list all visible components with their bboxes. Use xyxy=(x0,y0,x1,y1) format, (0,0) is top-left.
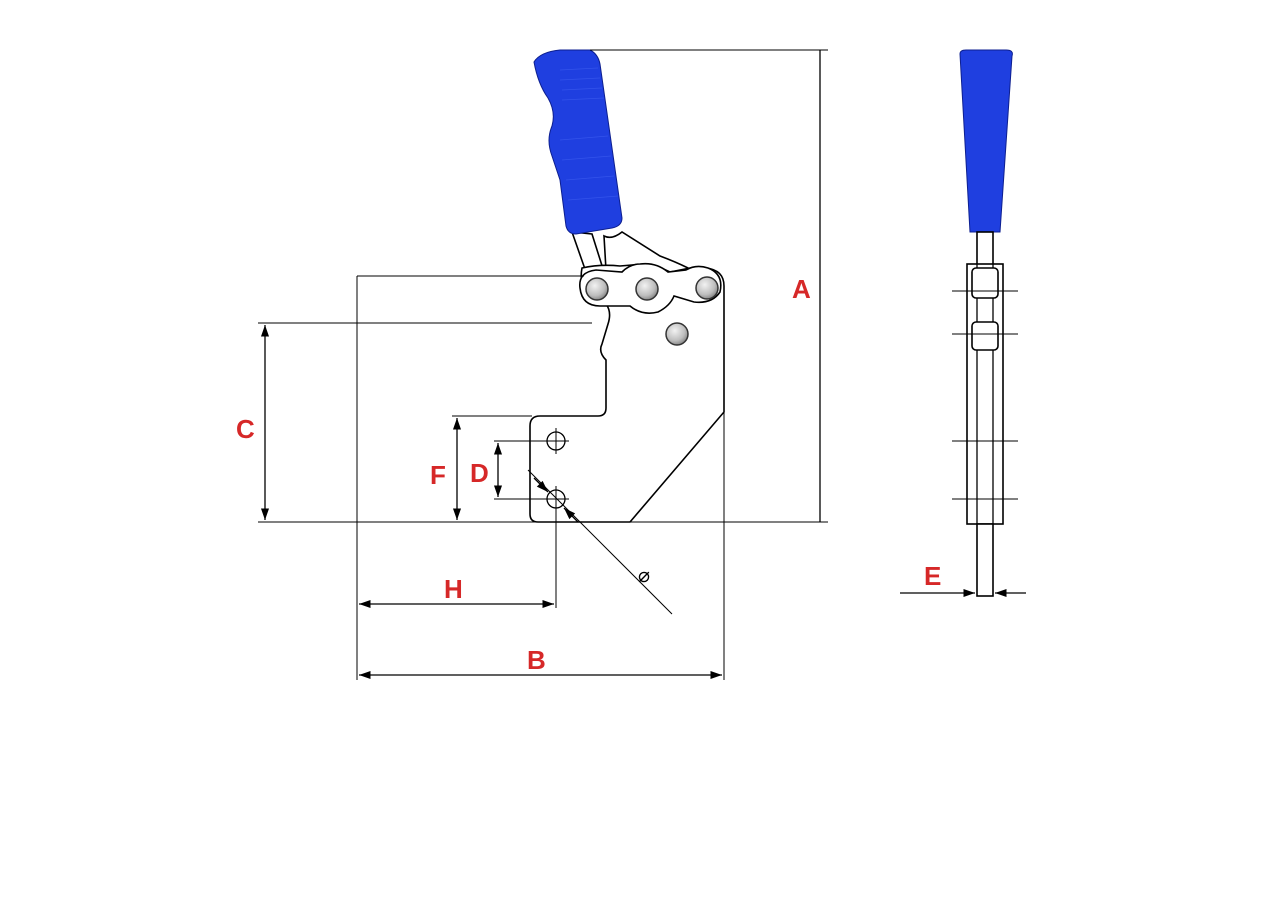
dim-label-B: B xyxy=(527,645,546,675)
pivot-pin-4 xyxy=(665,322,689,346)
handle-grip xyxy=(533,49,623,235)
dim-label-D: D xyxy=(470,458,489,488)
dim-label-A: A xyxy=(792,274,811,304)
dim-label-C: C xyxy=(236,414,255,444)
pivot-pin-1 xyxy=(585,277,609,301)
side-body-plate xyxy=(966,263,1004,525)
front-view: A C F D ⌀ H B xyxy=(236,49,828,680)
grip-texture xyxy=(559,67,619,201)
side-view: E xyxy=(900,49,1026,598)
dim-label-H: H xyxy=(444,574,463,604)
dim-label-F: F xyxy=(430,460,446,490)
dim-label-E: E xyxy=(924,561,941,591)
pivot-pin-3 xyxy=(695,276,719,300)
pivot-pin-2 xyxy=(635,277,659,301)
diameter-symbol: ⌀ xyxy=(638,563,650,587)
side-handle-grip xyxy=(959,49,1013,233)
